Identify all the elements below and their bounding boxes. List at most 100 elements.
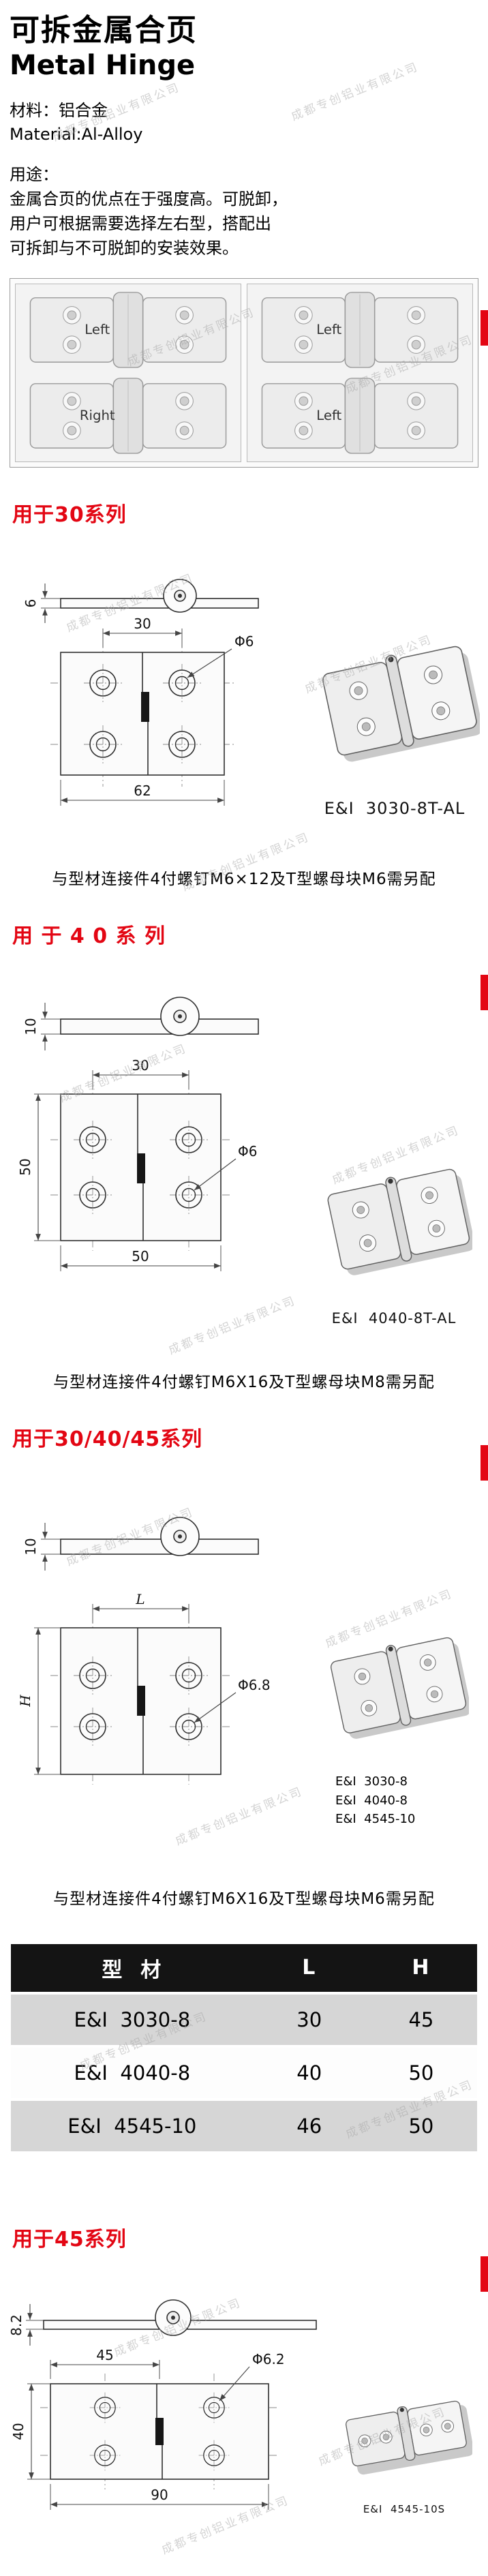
section-45-series: 用于45系列 8.2 (10, 2222, 478, 2576)
dim-hole-label: Φ6 (234, 633, 254, 650)
usage-label: 用途： (10, 164, 59, 184)
front-view-45: 45 Φ6.2 40 90 (10, 2347, 285, 2510)
product-304045: E&I 3030-8 E&I 4040-8 E&I 4545-10 (309, 1457, 478, 1880)
section-304045-series: 用于30/40/45系列 10 (10, 1422, 478, 1909)
model-caption: E&I 3030-8 (335, 1774, 408, 1789)
dim-left-label: H (17, 1694, 33, 1707)
hinge-photo-right-top: Left (261, 291, 459, 368)
hinge-overview-photo: Left Right Left Left (10, 277, 478, 468)
cell-H: 45 (365, 1994, 477, 2045)
dim-left-label: 50 (17, 1158, 33, 1175)
section-40-series: 用 于 4 0 系 列 10 (10, 919, 478, 1392)
side-view-30: 6 (22, 578, 259, 623)
table-row: E&I 4040-8 40 50 (11, 2047, 477, 2098)
page-edge-marker (481, 1445, 488, 1481)
page-edge-marker (481, 975, 488, 1010)
dim-top-label: 30 (134, 616, 151, 632)
cell-L: 40 (253, 2047, 365, 2098)
col-header-H: H (365, 1943, 477, 1992)
table-row: E&I 4545-10 46 50 (11, 2100, 477, 2151)
cell-H: 50 (365, 2100, 477, 2151)
model-caption: E&I 4040-8 (335, 1793, 408, 1808)
usage-block: 用途： 金属合页的优点在于强度高。可脱卸， 用户可根据需要选择左右型，搭配出 可… (10, 162, 478, 260)
model-caption-40: E&I 4040-8T-AL (331, 1309, 457, 1327)
section-45-drawing: 8.2 (10, 2258, 478, 2564)
dim-top-label: L (135, 1591, 144, 1607)
dimension-drawing-40: 10 (17, 996, 259, 1271)
dim-top-label: 45 (96, 2347, 113, 2363)
hinge-photo-left-top: Left (29, 291, 227, 368)
dim-top-label: 30 (132, 1057, 149, 1074)
dim-thickness-label: 8.2 (10, 2314, 25, 2336)
section-30-drawing: 6 (10, 533, 480, 860)
photo-panel-right: Left Left (247, 283, 473, 462)
section-304045-heading: 用于30/40/45系列 (12, 1427, 203, 1451)
side-view-40: 10 (22, 996, 259, 1050)
dim-hole-label: Φ6 (238, 1143, 257, 1160)
hinge-label: Left (316, 408, 341, 423)
usage-line: 可拆卸与不可脱卸的安装效果。 (10, 238, 239, 258)
dim-left-label: 40 (10, 2423, 27, 2440)
hinge-label: Left (316, 322, 341, 337)
front-view-40: 30 Φ6 50 50 (17, 1057, 257, 1271)
material-block: 材料：铝合金 Material:Al-Alloy (10, 99, 478, 147)
dim-thickness-label: 10 (22, 1018, 39, 1035)
section-304045-drawing: 10 (10, 1457, 478, 1880)
section-40-drawing: 10 (10, 954, 478, 1363)
dimension-drawing-304045: 10 (17, 1516, 271, 1785)
cell-model: E&I 3030-8 (11, 1994, 254, 2045)
table-row: E&I 3030-8 30 45 (11, 1994, 477, 2045)
photo-panel-left: Left Right (15, 283, 241, 462)
material-en: Material:Al-Alloy (10, 125, 143, 145)
dim-bottom-label: 50 (132, 1248, 149, 1264)
note-30: 与型材连接件4付螺钉M6×12及T型螺母块M6需另配 (52, 870, 436, 888)
usage-line: 用户可根据需要选择左右型，搭配出 (10, 213, 271, 233)
col-header-model: 型 材 (11, 1943, 254, 1992)
front-view-30: 30 Φ6 62 (50, 616, 254, 806)
note-304045: 与型材连接件4付螺钉M6X16及T型螺母块M6需另配 (53, 1890, 435, 1908)
hinge-label: Right (80, 408, 115, 423)
usage-line: 金属合页的优点在于强度高。可脱卸， (10, 189, 288, 209)
product-photo-40 (327, 1168, 472, 1275)
model-caption-30: E&I 3030-8T-AL (324, 798, 466, 818)
product-photo-304045 (330, 1637, 469, 1739)
cell-L: 30 (253, 1994, 365, 2045)
page-title-zh: 可拆金属合页 (10, 13, 198, 48)
product-40: E&I 4040-8T-AL (309, 954, 478, 1363)
section-30-heading: 用于30系列 (12, 502, 127, 527)
front-view-304045: L Φ6.8 H (17, 1591, 271, 1785)
note-40: 与型材连接件4付螺钉M6X16及T型螺母块M8需另配 (53, 1373, 435, 1391)
dimension-drawing-30: 6 (22, 578, 259, 806)
hinge-photo-left-bottom: Right (29, 377, 227, 454)
page-edge-marker (481, 2256, 488, 2292)
dim-hole-label: Φ6.2 (252, 2351, 285, 2367)
product-45: E&I 4545-10S (330, 2258, 478, 2564)
note-45: 与型材连接件2付螺钉M6X16及T型螺母块M6需另配 (10, 2574, 478, 2576)
dim-hole-label: Φ6.8 (238, 1677, 271, 1693)
dimension-drawing-45: 8.2 (10, 2299, 317, 2510)
section-40-heading: 用 于 4 0 系 列 (12, 924, 166, 948)
dim-bottom-label: 62 (134, 783, 151, 799)
hinge-label: Left (85, 322, 110, 337)
spec-table: 型 材 L H E&I 3030-8 30 45 E&I 4040-8 40 5… (11, 1941, 477, 2154)
table-header-row: 型 材 L H (11, 1943, 477, 1992)
cell-H: 50 (365, 2047, 477, 2098)
dim-thickness-label: 10 (22, 1538, 39, 1555)
section-45-heading: 用于45系列 (12, 2227, 127, 2252)
dim-thickness-label: 6 (22, 598, 39, 607)
page-title-en: Metal Hinge (10, 49, 196, 81)
cell-model: E&I 4040-8 (11, 2047, 254, 2098)
side-view-45: 8.2 (10, 2299, 317, 2346)
model-caption-45: E&I 4545-10S (363, 2502, 446, 2515)
col-header-L: L (253, 1943, 365, 1992)
product-30: E&I 3030-8T-AL (309, 533, 480, 860)
cell-model: E&I 4545-10 (11, 2100, 254, 2151)
model-caption: E&I 4545-10 (335, 1812, 416, 1827)
product-photo-30 (322, 646, 480, 762)
dim-bottom-label: 90 (151, 2487, 168, 2503)
side-view-304045: 10 (22, 1516, 259, 1571)
hinge-photo-right-bottom: Left (261, 377, 459, 454)
product-photo-45 (345, 2400, 472, 2474)
model-list-304045: E&I 3030-8 E&I 4040-8 E&I 4545-10 (309, 1772, 415, 1830)
